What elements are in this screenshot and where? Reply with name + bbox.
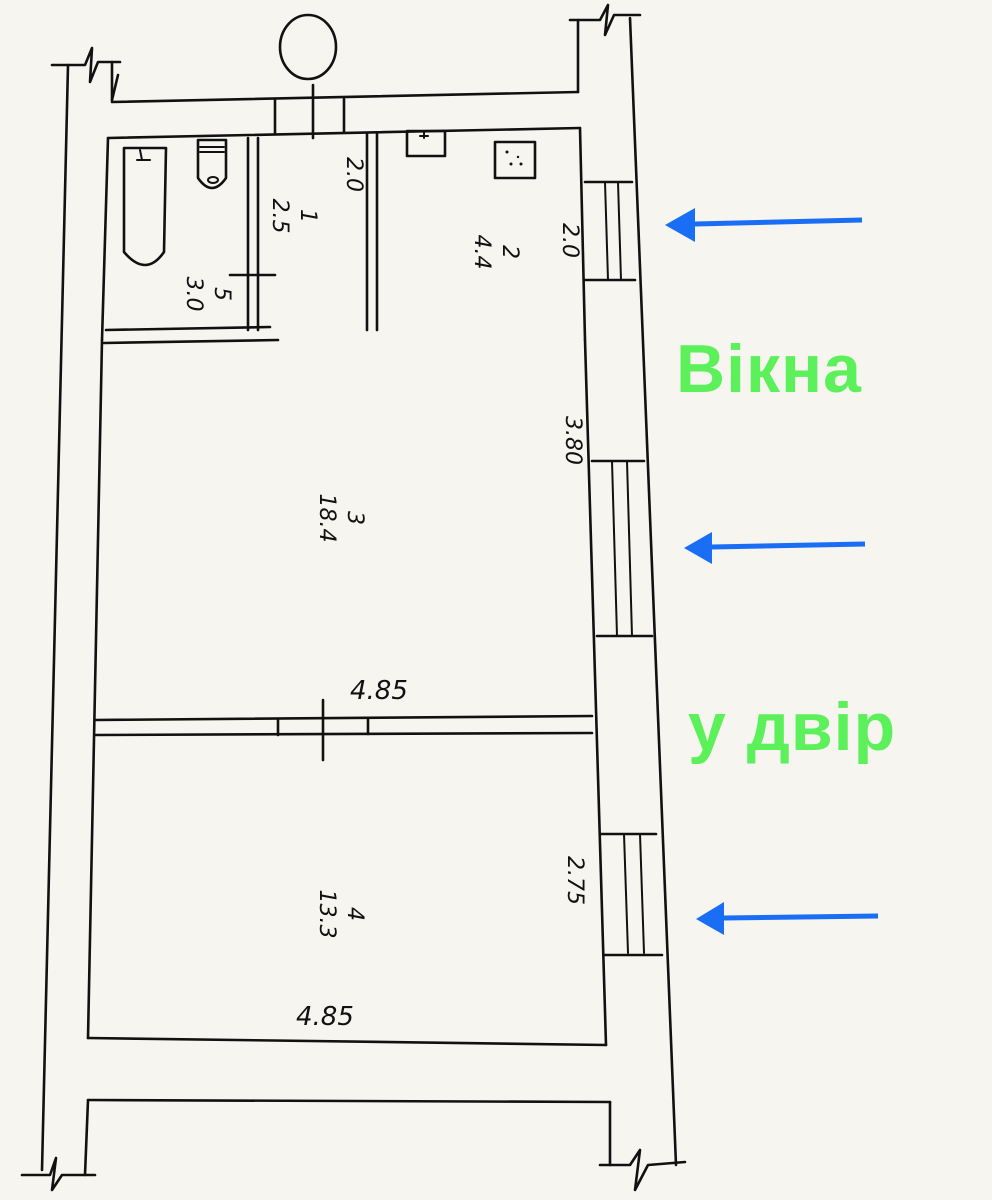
room-4-label: 4 13.3 — [314, 874, 367, 954]
room-1-label: 1 2.5 — [267, 181, 320, 251]
room-number: 1 — [295, 209, 320, 223]
annotation-windows: Вікна — [676, 331, 862, 407]
room-number: 5 — [209, 287, 234, 301]
ventilation-shaft-icon — [278, 13, 338, 81]
room-3-label: 3 18.4 — [314, 478, 367, 558]
annotation-to-yard: у двір — [688, 689, 897, 765]
room-3-width: 4.85 — [350, 676, 408, 706]
arrow-icon-window-1 — [665, 208, 863, 242]
toilet-icon — [196, 138, 228, 190]
room-number: 4 — [342, 907, 367, 921]
outer-right-wall — [568, 3, 687, 1192]
room-area: 13.3 — [314, 889, 339, 939]
outer-left-wall — [20, 46, 122, 1192]
room-4-dimension: 2.75 — [561, 856, 587, 905]
window-2 — [590, 459, 654, 638]
room-area: 2.5 — [267, 198, 292, 234]
room-number: 2 — [497, 245, 522, 259]
window-1 — [583, 180, 637, 282]
room-5-label: 5 3.0 — [181, 259, 234, 329]
arrow-icon-window-2 — [684, 532, 866, 564]
room-area: 3.0 — [181, 276, 206, 312]
window-3 — [598, 832, 664, 957]
sink-icon — [405, 129, 447, 158]
apartment-walls — [83, 126, 612, 1177]
room-area: 18.4 — [314, 493, 339, 543]
stove-icon — [493, 140, 537, 180]
room-3-dimension: 3.80 — [559, 416, 585, 465]
room-2-dimension: 2.0 — [557, 223, 582, 258]
room-2-label: 2 4.4 — [469, 217, 522, 287]
room-1-dimension: 2.0 — [341, 157, 366, 192]
room-area: 4.4 — [469, 234, 494, 270]
arrow-icon-window-3 — [696, 902, 879, 935]
room-number: 3 — [342, 511, 367, 525]
top-corridor — [110, 13, 580, 140]
bathtub-icon — [122, 146, 168, 267]
room-4-width: 4.85 — [296, 1002, 354, 1032]
